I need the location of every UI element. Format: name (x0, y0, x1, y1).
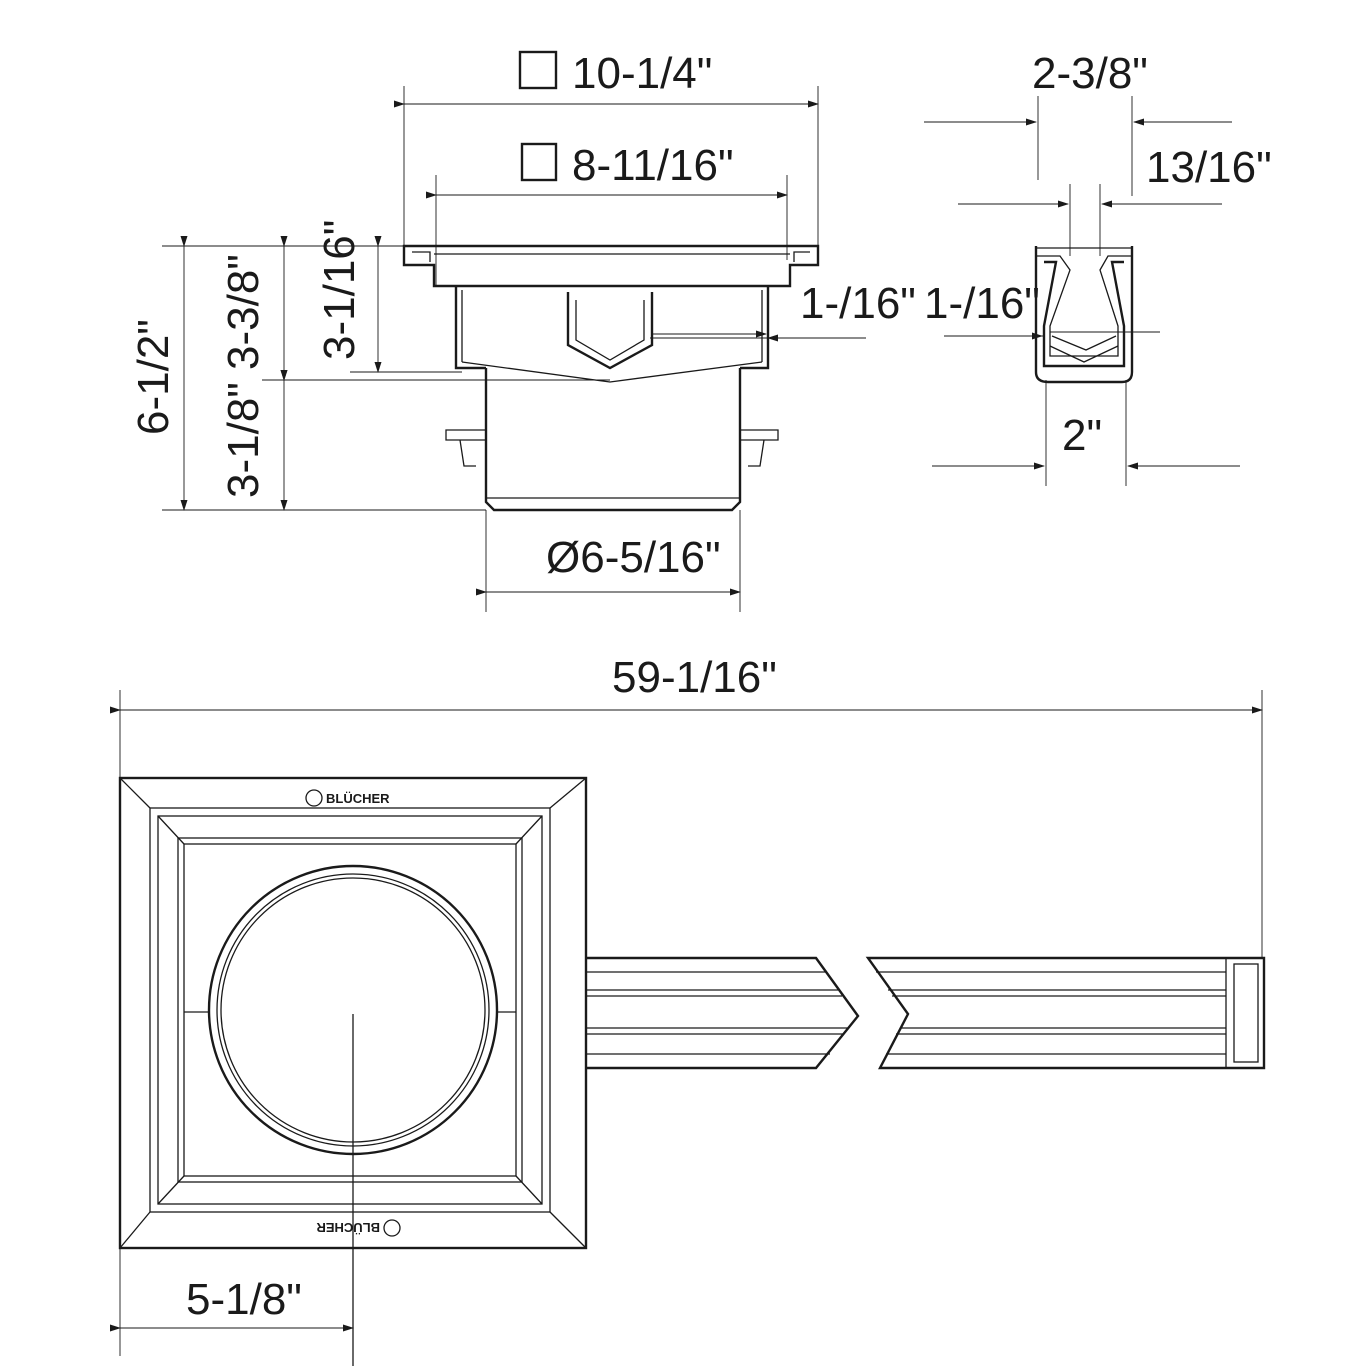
channel-section-dimensions: 2-3/8" 13/16" 1-/16" 2" (924, 49, 1272, 486)
front-view-dimensions: 10-1/4" 8-11/16" 6-1/2" 3-3/8" 3-1/8" 3-… (129, 49, 916, 612)
plan-view-dimensions: 59-1/16" 5-1/8" (110, 653, 1263, 1356)
dim-center-offset: 5-1/8" (186, 1275, 302, 1324)
front-view (402, 244, 820, 512)
dim-channel-slope: 1-/16" (924, 279, 1040, 328)
dim-channel-slot: 13/16" (1146, 143, 1272, 192)
dim-body-height: 3-3/8" (219, 254, 268, 370)
dim-channel-top-width: 2-3/8" (1032, 49, 1148, 98)
dim-front-slope: 1-/16" (800, 279, 916, 328)
brand-logo-top: BLÜCHER (326, 791, 390, 806)
brand-logo-bottom: BLÜCHER (316, 1220, 380, 1235)
dim-outlet-height: 3-1/8" (219, 382, 268, 498)
dim-overall-length: 59-1/16" (612, 653, 777, 702)
dim-depth: 3-1/16" (315, 220, 364, 360)
dim-overall-width: 10-1/4" (572, 49, 712, 98)
dim-outlet-diameter: Ø6-5/16" (546, 533, 721, 582)
dim-inner-width: 8-11/16" (572, 141, 734, 190)
plan-view: BLÜCHER BLÜCHER (118, 776, 1266, 1366)
dim-channel-bottom-width: 2" (1062, 411, 1102, 460)
channel-section (1034, 246, 1134, 384)
dim-total-height: 6-1/2" (129, 319, 178, 435)
